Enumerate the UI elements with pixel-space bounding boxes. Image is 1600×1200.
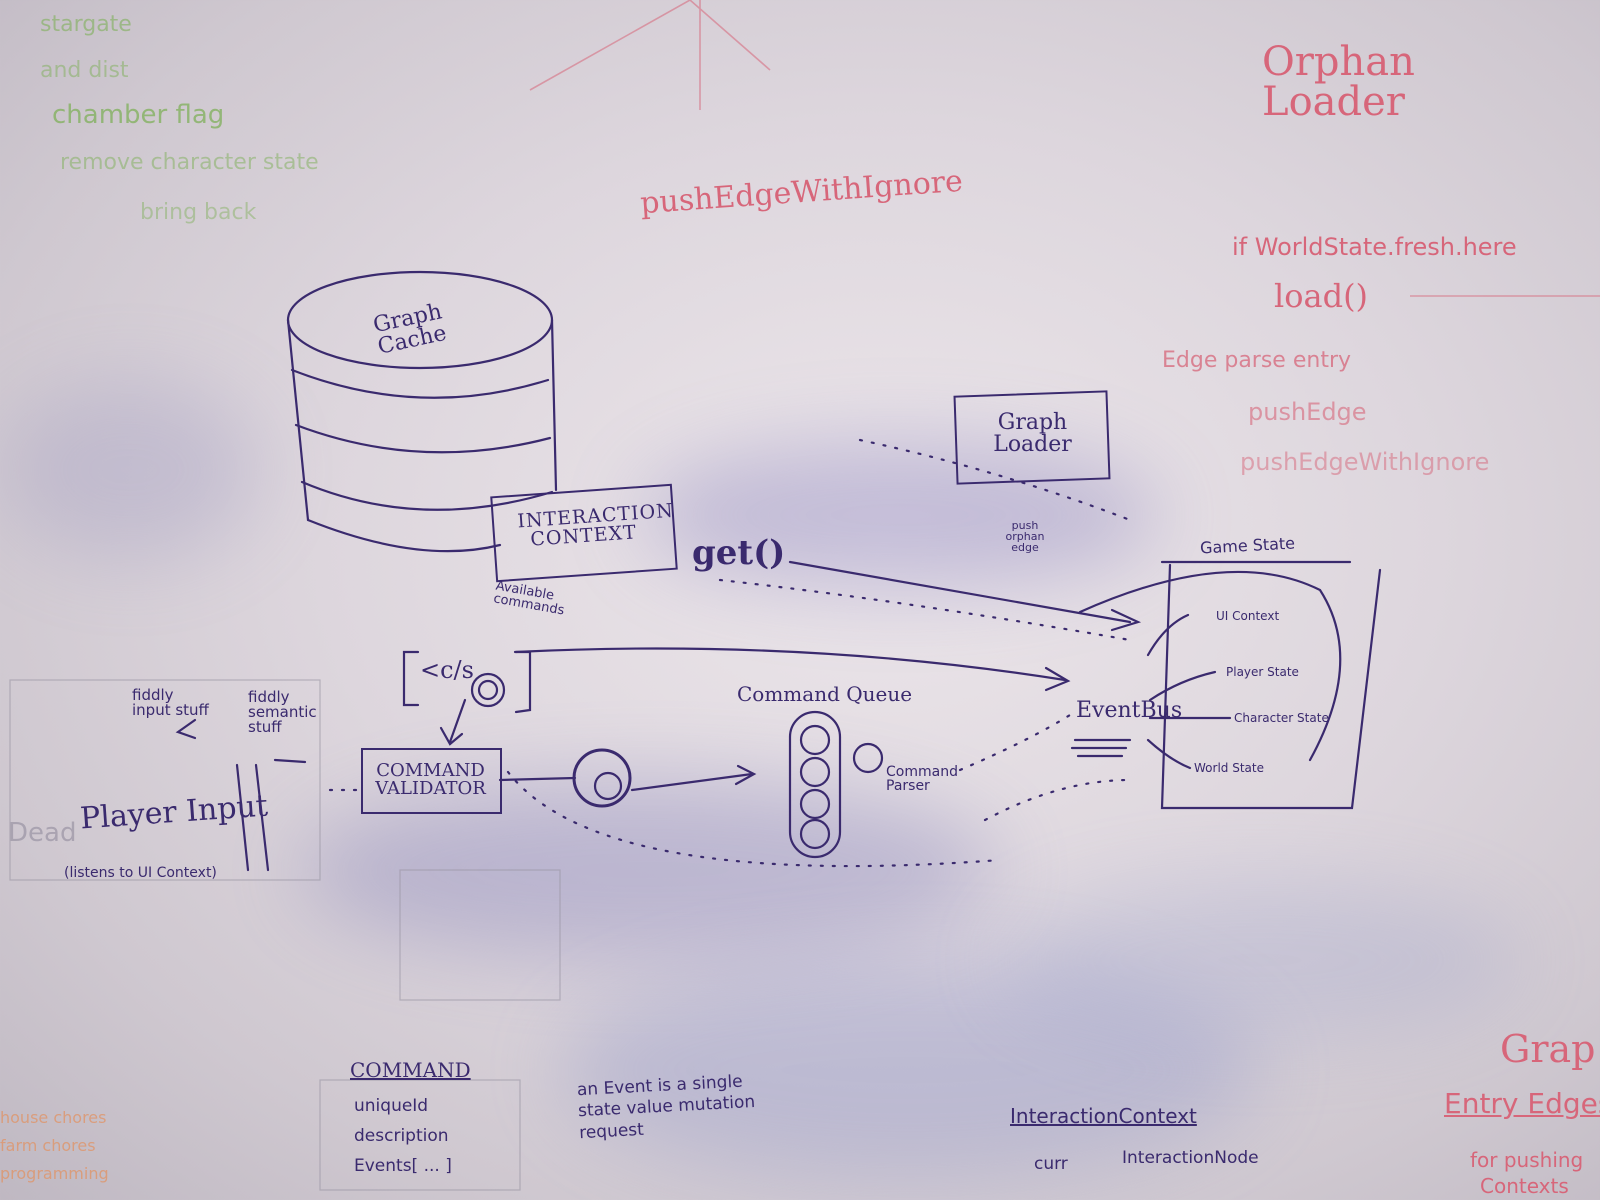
command-heading: COMMAND [350,1058,471,1082]
fiddly-input-label: fiddly input stuff [132,686,209,719]
queue-item [799,724,831,756]
contexts-note: Contexts [1480,1174,1569,1198]
faint-pencil-box [9,679,321,881]
event-to-queue-arrowhead [734,764,757,786]
gs-item-player-state: Player State [1226,665,1299,679]
command-validator-label: COMMAND VALIDATOR [375,760,486,799]
event-to-queue-arrow [630,772,754,792]
validated-event-circle [572,748,632,808]
command-parser-label: Command Parser [886,764,958,794]
push-orphan-edge-label: push orphan edge [1005,519,1045,554]
game-state-outline [1160,563,1382,810]
cs-bracket-label: <c/s [420,656,474,684]
chores-note: house chores [0,1108,107,1127]
entry-edges-note: Entry Edges [1444,1087,1600,1120]
graph-cache-band [294,423,552,454]
edge-parse-note: Edge parse entry [1162,348,1352,373]
push-edge-note: pushEdge [1248,398,1367,426]
cs-event-circle [470,672,506,708]
green-note: and dist [40,58,129,83]
faint-red-sketch [529,0,771,91]
push-edge-ignore-note-2: pushEdgeWithIgnore [1240,448,1490,476]
gs-item-ui-context: UI Context [1216,609,1280,623]
validator-to-event-line [498,776,577,782]
cs-to-validator-arrowhead [439,726,464,746]
faint-pencil-box [399,869,561,1001]
queue-item [799,788,831,820]
green-note: bring back [140,200,257,225]
orphan-loader-note: Orphan Loader [1262,39,1415,125]
chores-note: programming [0,1164,109,1183]
validator-dotted-path [506,770,1002,868]
gs-loop-arrow [1078,570,1342,762]
graph-cache-band [290,368,550,399]
get-arrow [788,560,1132,624]
ic-field-curr: curr [1034,1154,1068,1174]
cs-bracket-right [514,650,532,714]
grap-note: Grap [1500,1027,1596,1071]
graph-cache-right-side [550,318,558,492]
queue-item [799,756,831,788]
command-field: uniqueId [354,1096,429,1116]
interaction-context-label: INTERACTION CONTEXT [516,499,675,551]
player-input-divider [235,763,250,872]
interaction-context-heading: InteractionContext [1010,1104,1197,1128]
gs-arrow-ui [1146,613,1190,657]
loader-dotted-path [858,438,1132,522]
cs-bracket-left [402,650,420,707]
event-definition-note: an Event is a single state value mutatio… [576,1071,756,1143]
gs-arrow-player [1148,670,1217,702]
cs-to-validator-arrow [448,698,467,744]
event-bus-label: EventBus [1076,698,1183,723]
player-input-note: (listens to UI Context) [64,865,217,881]
get-arrowhead [1110,608,1142,632]
for-pushing-note: for pushing [1470,1148,1584,1172]
command-validator-box [361,748,502,814]
parser-dotted-path [958,713,1072,772]
bus-dotted-path [983,778,1132,822]
green-note: chamber flag [52,100,225,130]
dead-note: Dead [8,818,77,848]
green-note: stargate [40,12,132,37]
graph-cache-left-side [286,318,310,522]
validated-event-inner [593,771,623,801]
fiddly-semantic-label: fiddly semantic stuff [248,688,317,736]
command-field: description [354,1126,449,1146]
parser-event-circle [852,742,884,774]
graph-cache-band [300,480,554,511]
green-note: remove character state [60,150,319,175]
queue-item [799,818,831,850]
ic-field-node: InteractionNode [1122,1148,1259,1168]
graph-cache-bottom [306,518,502,553]
chores-note: farm chores [0,1136,96,1155]
command-field: Events[ ... ] [354,1156,452,1176]
command-queue-tube [788,710,842,859]
get-dotted-path [718,578,1132,642]
cs-event-inner [477,679,499,701]
world-state-check-note: if WorldState.fresh.here [1232,233,1517,261]
command-to-eventbus-arrowhead [1044,666,1071,692]
faint-pencil-box [319,1079,521,1191]
command-to-eventbus-arrow [513,647,1067,682]
fiddly-input-arrow [175,718,197,740]
gs-item-world-state: World State [1194,761,1264,775]
fiddly-semantic-arrow [273,758,307,764]
gs-item-character-state: Character State [1234,711,1329,725]
get-call-label: get() [692,533,786,573]
gs-arrow-world [1146,738,1192,770]
player-input-divider [254,763,270,872]
command-queue-label: Command Queue [737,682,913,706]
graph-loader-label: Graph Loader [993,410,1072,457]
load-call-note: load() [1274,277,1369,315]
